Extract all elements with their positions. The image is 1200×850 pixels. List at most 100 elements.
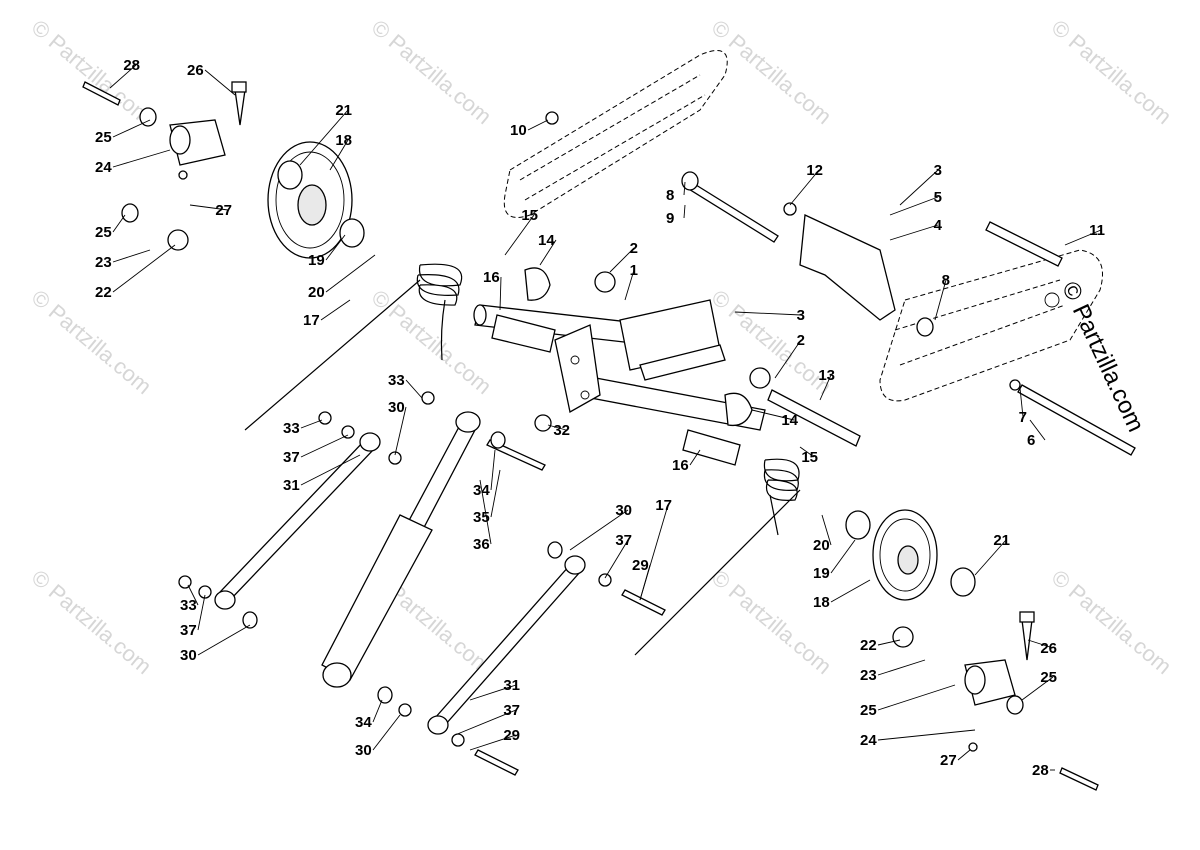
callout-31: 31 (503, 677, 520, 694)
callout-34: 34 (355, 714, 372, 731)
leader-line (689, 449, 701, 466)
callout-8: 8 (666, 187, 674, 204)
callout-23: 23 (860, 667, 877, 684)
callout-33: 33 (388, 372, 405, 389)
leader-line (197, 624, 251, 656)
leader-line (320, 299, 351, 321)
callout-1: 1 (630, 262, 638, 279)
callout-24: 24 (860, 732, 877, 749)
callout-20: 20 (308, 284, 325, 301)
leader-line (499, 276, 502, 311)
callout-27: 27 (940, 752, 957, 769)
leader-line (372, 714, 401, 751)
left-axle-bracket (82, 81, 247, 251)
callout-8: 8 (942, 272, 950, 289)
brand-copyright-symbol: © (1056, 278, 1088, 306)
leader-line (300, 454, 361, 486)
leader-line (490, 449, 496, 491)
left-idler-wheel (267, 141, 365, 259)
callout-4: 4 (934, 217, 943, 234)
callout-28: 28 (1032, 762, 1049, 779)
callout-14: 14 (538, 232, 555, 249)
leader-line (877, 639, 901, 646)
callout-11: 11 (1089, 222, 1105, 239)
leader-line (604, 539, 629, 579)
leader-line (889, 224, 939, 241)
leader-line (1021, 676, 1054, 701)
leader-line (751, 409, 795, 421)
left-torsion-spring (244, 263, 463, 431)
watermark-text: © Partzilla.com (27, 565, 157, 679)
leader-line (372, 699, 383, 723)
callout-31: 31 (283, 477, 300, 494)
leader-line (830, 579, 871, 603)
leader-line (527, 119, 549, 131)
leader-line (187, 584, 199, 606)
leader-line (889, 196, 939, 216)
callout-35: 35 (473, 509, 490, 526)
callout-7: 7 (1019, 409, 1027, 426)
callout-26: 26 (1040, 640, 1057, 657)
callout-5: 5 (934, 189, 942, 206)
leader-lines (109, 64, 1102, 771)
callout-33: 33 (180, 597, 197, 614)
callout-12: 12 (806, 162, 823, 179)
callout-33: 33 (283, 420, 300, 437)
callout-19: 19 (813, 565, 830, 582)
leader-line (504, 214, 535, 256)
leader-line (405, 379, 423, 399)
leader-line (1029, 419, 1046, 441)
callout-25: 25 (1040, 669, 1057, 686)
leader-line (830, 539, 856, 574)
watermark-text: © Partzilla.com (707, 285, 837, 399)
leader-line (1019, 387, 1024, 418)
leader-line (325, 234, 346, 261)
callout-37: 37 (283, 449, 300, 466)
leader-line (734, 311, 802, 316)
leader-line (329, 139, 349, 171)
leader-line (112, 119, 151, 138)
right-torsion-spring (634, 458, 801, 656)
callout-30: 30 (180, 647, 197, 664)
callout-18: 18 (813, 594, 830, 611)
upper-link-arm (214, 432, 381, 610)
callout-16: 16 (483, 269, 500, 286)
callout-29: 29 (632, 557, 649, 574)
callout-17: 17 (303, 312, 320, 329)
right-axle-bracket (892, 611, 1099, 791)
callout-21: 21 (993, 532, 1010, 549)
leader-line (299, 109, 349, 166)
leader-line (479, 479, 492, 545)
callout-16: 16 (672, 457, 689, 474)
left-side-rail (503, 50, 728, 218)
leader-line (112, 244, 176, 293)
callout-6: 6 (1027, 432, 1035, 449)
leader-line (774, 339, 802, 379)
leader-line (877, 729, 976, 741)
callout-30: 30 (388, 399, 405, 416)
leader-line (799, 446, 815, 458)
leader-line (569, 509, 629, 551)
leader-line (547, 424, 567, 431)
leader-line (624, 269, 635, 301)
callout-13: 13 (818, 367, 835, 384)
callout-22: 22 (860, 637, 877, 654)
callout-3: 3 (797, 307, 805, 324)
leader-line (789, 169, 820, 206)
callout-25: 25 (860, 702, 877, 719)
right-idler-wheel (845, 509, 976, 601)
leader-line (454, 709, 517, 736)
callout-24: 24 (95, 159, 112, 176)
leader-line (112, 149, 171, 168)
callout-10: 10 (510, 122, 527, 139)
callout-19: 19 (308, 252, 325, 269)
watermark-text: © Partzilla.com (1047, 15, 1177, 129)
leader-line (197, 594, 206, 631)
callout-37: 37 (180, 622, 197, 639)
leader-line (394, 406, 407, 456)
leader-line (1064, 229, 1102, 246)
callout-3: 3 (934, 162, 942, 179)
callout-36: 36 (473, 536, 490, 553)
callout-28: 28 (123, 57, 140, 74)
